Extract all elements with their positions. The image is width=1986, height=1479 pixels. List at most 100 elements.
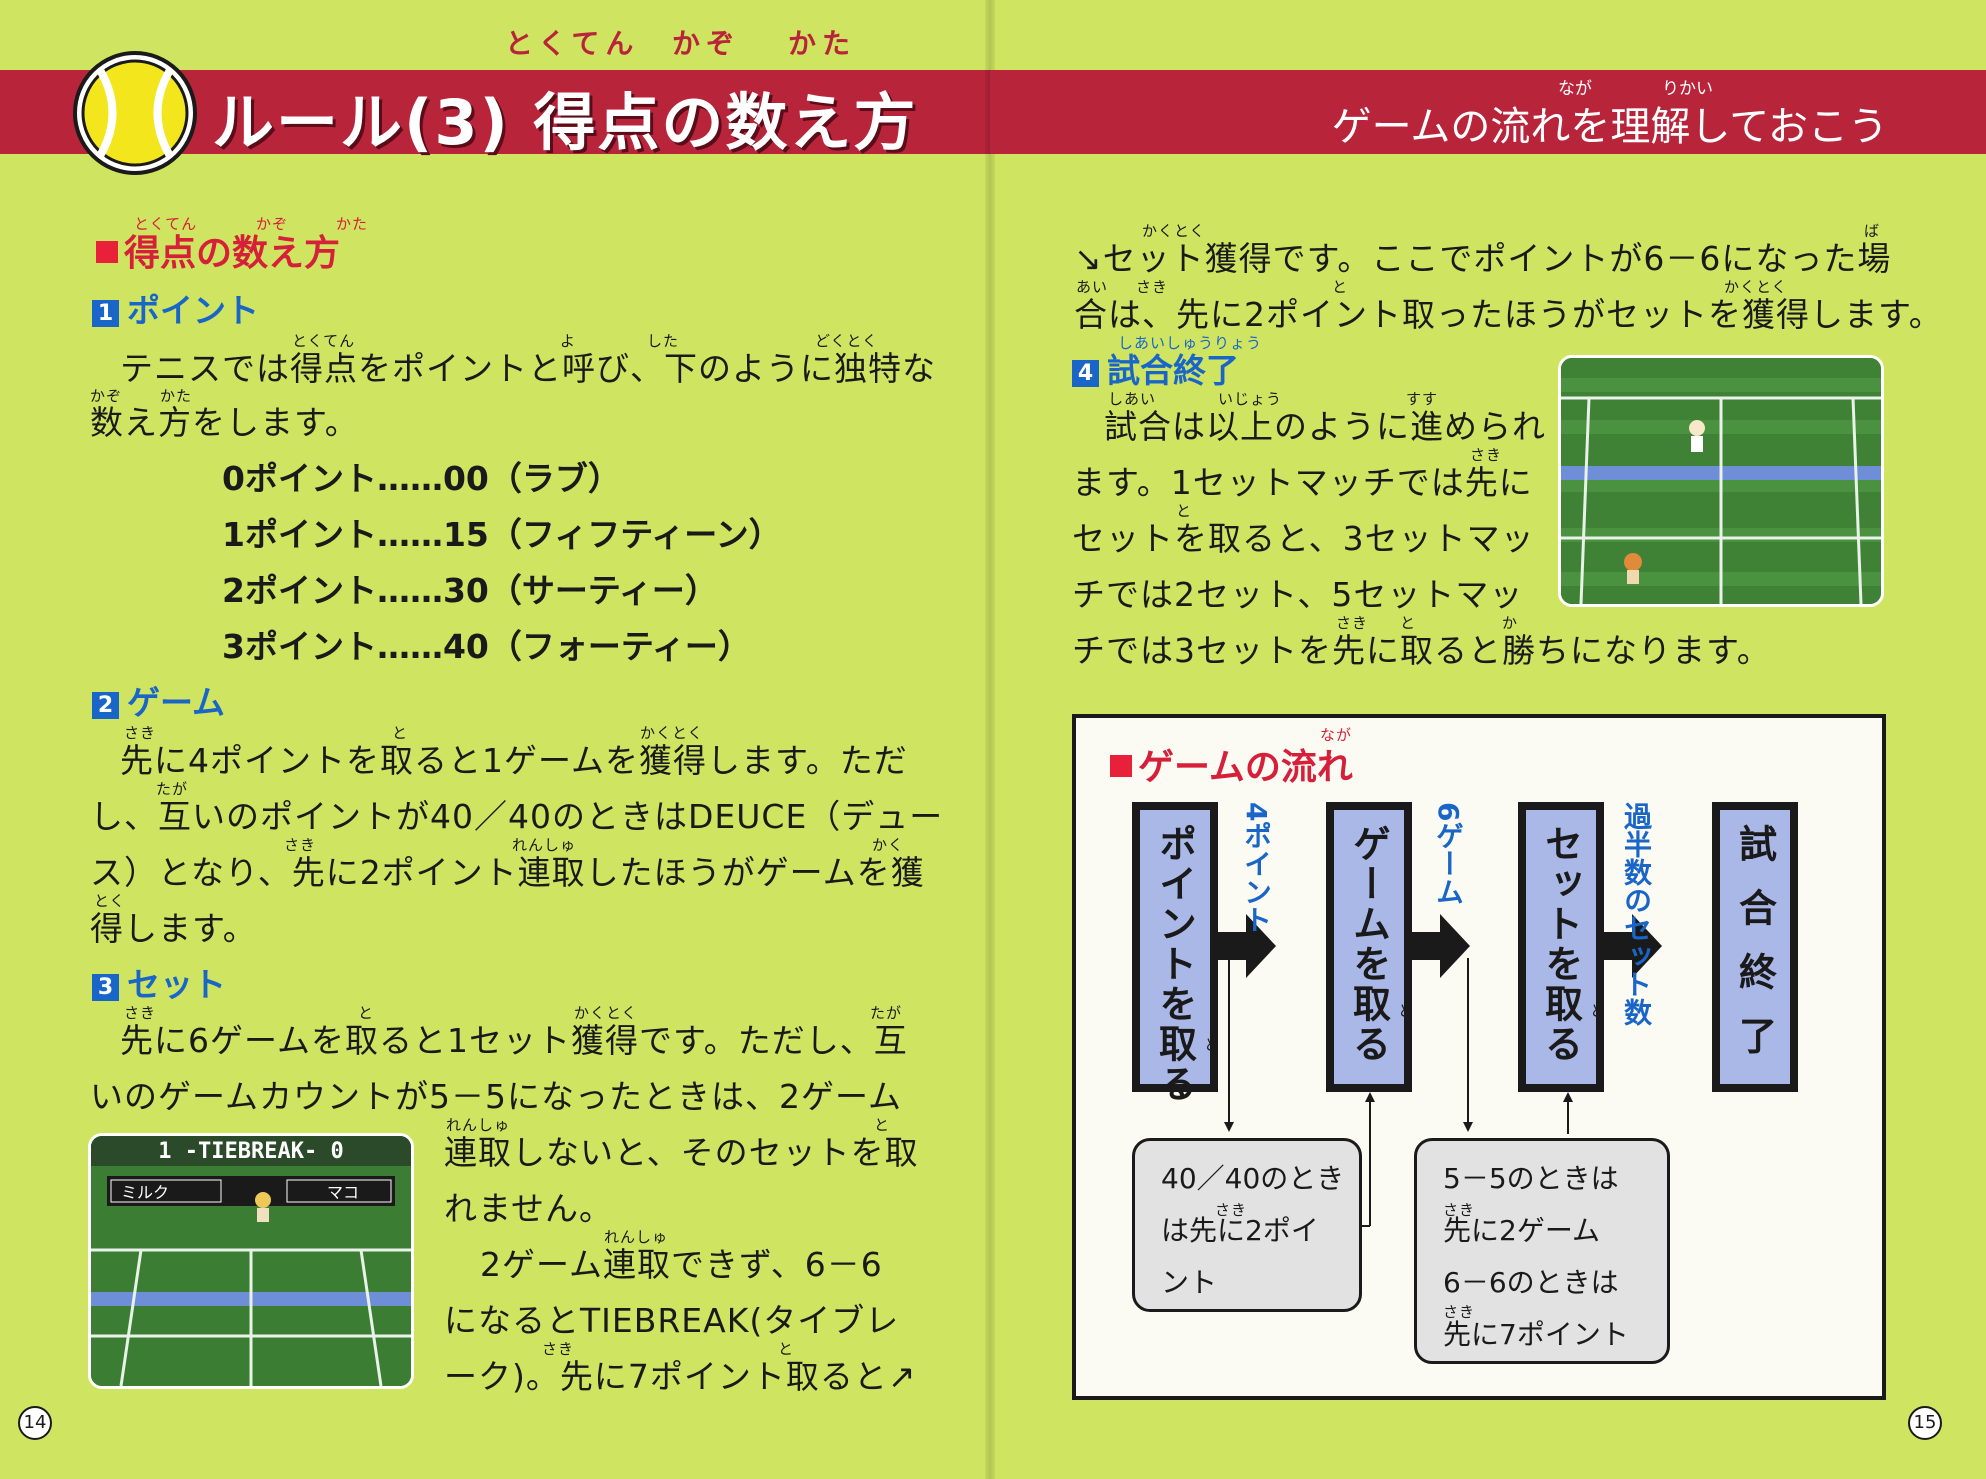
title-ruby-1: とくてん — [505, 27, 640, 60]
flow-box-label: ゲームを取る — [1346, 824, 1391, 1064]
flow-box-label: ポイントを取る — [1152, 824, 1197, 1104]
ruby-text: とくてん — [292, 332, 356, 350]
ruby-text: よ — [560, 332, 577, 350]
ruby-text: と — [1332, 278, 1349, 296]
ruby-text: れんしゅ — [604, 1228, 669, 1246]
section-heading-label: 得点の数え方 — [124, 233, 341, 274]
set-heading-label: セット — [127, 965, 226, 1004]
section-ruby-3: かた — [336, 215, 369, 233]
body-text: 試合は以上のように進められ — [1104, 407, 1546, 446]
body-text: 2ゲーム連取できず、6－6 — [480, 1245, 883, 1284]
body-text: ーク)。先に7ポイント取ると↗ — [444, 1357, 917, 1396]
ruby-text: と — [392, 724, 409, 742]
body-text: チでは2セット、5セットマッ — [1072, 575, 1524, 614]
tennis-ball-icon — [73, 51, 197, 175]
court-image: 1 -TIEBREAK- 0 ミルク マコ — [91, 1136, 411, 1386]
page-gutter — [985, 0, 995, 1479]
number-badge: 1 — [92, 300, 119, 327]
flow-box-match-end: 試合終了 — [1712, 802, 1798, 1092]
points-heading: 1 ポイント — [92, 284, 259, 332]
ruby-text: たが — [870, 1004, 903, 1022]
section-ruby-1: とくてん — [134, 215, 198, 233]
title-ruby-3: かた — [788, 27, 857, 60]
ruby-text: さき — [1215, 1201, 1248, 1219]
ruby-text: かた — [160, 387, 193, 405]
flow-box-point: ポイントを取る と — [1132, 802, 1221, 1104]
ruby-text: かぞ — [90, 387, 123, 405]
set-heading: 3 セット — [92, 958, 226, 1006]
body-text: いのゲームカウントが5－5になったときは、2ゲーム — [90, 1077, 903, 1116]
player-right-name: マコ — [327, 1183, 359, 1202]
body-text: 合は、先に2ポイント取ったほうがセットを獲得します。 — [1074, 295, 1943, 334]
page-number-right: 15 — [1908, 1406, 1942, 1440]
ruby-text: と — [1204, 1036, 1221, 1054]
arrow-label-majority-sets: 過半数のセット数 — [1620, 802, 1653, 1026]
flow-box-set: セットを取る と — [1518, 802, 1605, 1092]
body-text: チでは3セットを先に取ると勝ちになります。 — [1072, 631, 1771, 670]
ruby-text: と — [1398, 1002, 1415, 1020]
section-ruby-2: かぞ — [256, 215, 289, 233]
score-banner: 1 -TIEBREAK- 0 — [158, 1139, 343, 1164]
body-text: になるとTIEBREAK(タイブレ — [444, 1301, 900, 1340]
body-text: ↘セット獲得です。ここでポイントが6－6になった場 — [1074, 239, 1892, 278]
ruby-text: かくとく — [1724, 278, 1788, 296]
ruby-text: さき — [542, 1340, 575, 1358]
arrow-label-6games: 6ゲーム — [1432, 802, 1465, 906]
flow-title-label: ゲームの流れ — [1138, 747, 1353, 788]
note-line: 6－6のときは — [1443, 1266, 1619, 1299]
ruby-text: れんしゅ — [512, 836, 577, 854]
body-text: 得します。 — [90, 909, 257, 948]
body-text: テニスでは得点をポイントと呼び、下のように独特な — [120, 349, 936, 388]
match-end-ruby: しあいしゅうりょう — [1118, 334, 1263, 352]
score-line: 0ポイント……00（ラブ） — [222, 459, 621, 498]
square-bullet-icon — [1110, 755, 1132, 777]
body-text: 数え方をします。 — [90, 403, 359, 442]
note-line: 40／40のとき — [1161, 1162, 1345, 1195]
ruby-text: と — [358, 1004, 375, 1022]
court-image — [1561, 358, 1881, 604]
note-line: 先に2ゲーム — [1443, 1214, 1600, 1247]
ruby-text: か — [1502, 614, 1519, 632]
flow-title-ruby: なが — [1320, 726, 1353, 744]
points-heading-label: ポイント — [127, 291, 259, 330]
player-left-name: ミルク — [121, 1183, 169, 1202]
score-line: 2ポイント……30（サーティー） — [222, 571, 718, 610]
ruby-text: と — [778, 1340, 795, 1358]
page-subtitle: ゲームの流れを理解しておこう — [1331, 104, 1888, 150]
ruby-text: たが — [156, 780, 189, 798]
left-page: とくてん かぞ かた ルール(3) 得点の数え方 とくてん かぞ かた 得点の数… — [0, 0, 990, 1479]
section-heading: 得点の数え方 — [96, 224, 340, 276]
ruby-text: とく — [94, 892, 126, 910]
ruby-text: かくとく — [1142, 222, 1206, 240]
note-deuce: 40／40のとき さき は先に2ポイ ント — [1132, 1138, 1362, 1312]
flow-title: ゲームの流れ — [1110, 738, 1353, 790]
ruby-text: した — [647, 332, 680, 350]
ruby-text: どくとく — [815, 332, 879, 350]
match-end-heading-label: 試合終了 — [1107, 351, 1239, 390]
ruby-text: さき — [1136, 278, 1169, 296]
square-bullet-icon — [96, 241, 118, 263]
game-heading-label: ゲーム — [127, 683, 226, 722]
arrow-label-4points: 4ポイント — [1240, 802, 1273, 934]
ruby-text: ば — [1864, 222, 1881, 240]
ruby-text: かくとく — [574, 1004, 638, 1022]
ruby-text: さき — [284, 836, 317, 854]
ruby-text: いじょう — [1218, 390, 1283, 408]
page-number-left: 14 — [18, 1406, 52, 1440]
ruby-text: すす — [1406, 390, 1439, 408]
ruby-text: しあい — [1108, 390, 1157, 408]
ruby-text: さき — [1470, 446, 1503, 464]
ruby-text: と — [1176, 502, 1193, 520]
note-line: ント — [1161, 1266, 1218, 1299]
body-text: 連取しないと、そのセットを取 — [444, 1133, 919, 1172]
ruby-text: さき — [124, 1004, 157, 1022]
number-badge: 3 — [92, 974, 119, 1001]
subtitle-ruby-1: なが — [1558, 79, 1592, 99]
ruby-text: かく — [872, 836, 905, 854]
ruby-text: さき — [1336, 614, 1369, 632]
match-screenshot — [1558, 355, 1884, 607]
flow-box-label: セットを取る — [1538, 824, 1583, 1064]
body-text: 先に6ゲームを取ると1セット獲得です。ただし、互 — [120, 1021, 908, 1060]
